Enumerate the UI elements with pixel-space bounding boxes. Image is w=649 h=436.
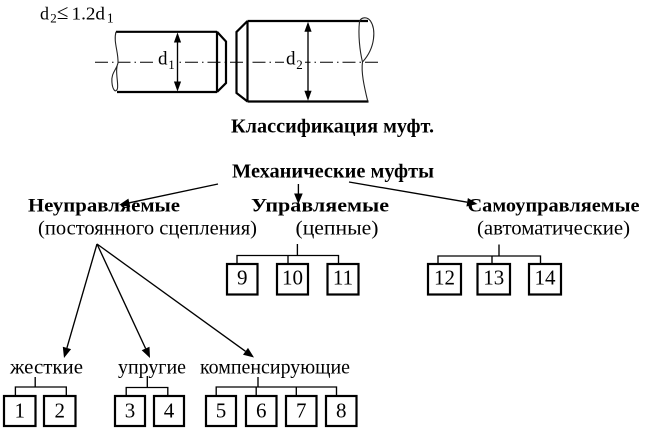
svg-text:d: d [158, 49, 168, 70]
svg-text:5: 5 [216, 399, 227, 423]
svg-text:2: 2 [55, 399, 66, 423]
svg-text:7: 7 [296, 399, 307, 423]
svg-text:1: 1 [168, 57, 175, 72]
svg-text:9: 9 [237, 266, 248, 290]
svg-text:1: 1 [107, 11, 114, 26]
svg-text:6: 6 [256, 399, 267, 423]
svg-text:10: 10 [282, 266, 303, 290]
svg-text:8: 8 [336, 399, 347, 423]
svg-text:(постоянного сцепления): (постоянного сцепления) [38, 218, 257, 240]
svg-text:13: 13 [483, 266, 504, 290]
svg-text:Классификация муфт.: Классификация муфт. [231, 116, 434, 138]
svg-text:3: 3 [125, 399, 136, 423]
svg-text:d: d [40, 3, 49, 23]
svg-text:Механические муфты: Механические муфты [232, 161, 434, 183]
svg-text:жесткие: жесткие [9, 357, 83, 379]
svg-text:11: 11 [333, 266, 353, 290]
svg-text:1.2d: 1.2d [72, 3, 106, 23]
svg-text:2: 2 [296, 57, 303, 72]
svg-text:Самоуправляемые: Самоуправляемые [468, 196, 640, 217]
svg-text:Управляемые: Управляемые [251, 196, 389, 217]
svg-text:14: 14 [535, 266, 557, 290]
svg-text:Неуправляемые: Неуправляемые [28, 196, 180, 217]
svg-text:компенсирующие: компенсирующие [200, 357, 350, 379]
svg-text:4: 4 [164, 399, 175, 423]
svg-text:(цепные): (цепные) [296, 218, 379, 240]
svg-text:упругие: упругие [118, 357, 186, 379]
svg-text:2: 2 [50, 10, 57, 25]
svg-text:(автоматические): (автоматические) [477, 218, 630, 240]
svg-text:d: d [286, 49, 296, 70]
svg-text:12: 12 [434, 266, 455, 290]
svg-text:1: 1 [15, 399, 26, 423]
svg-text:≤: ≤ [57, 0, 69, 24]
